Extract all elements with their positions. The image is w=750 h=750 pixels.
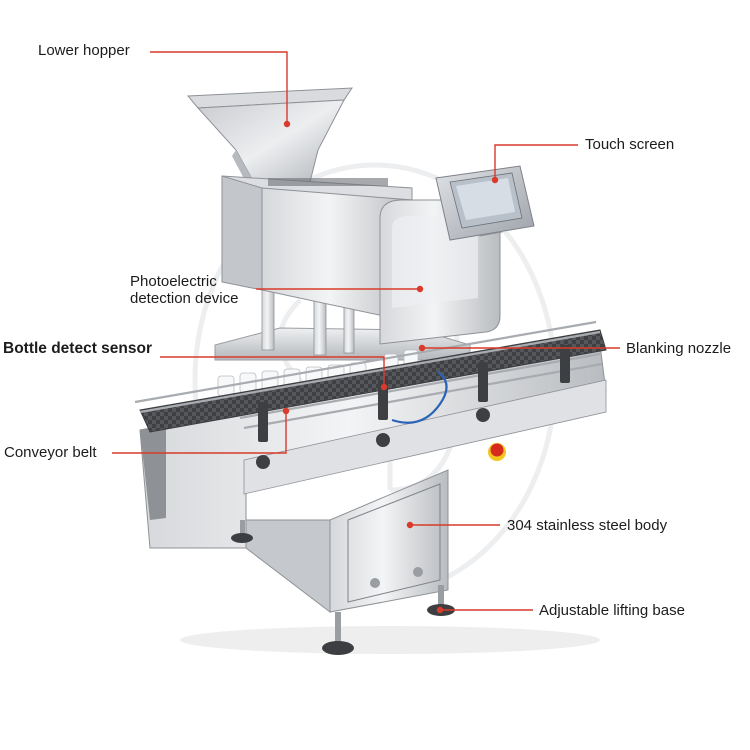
- label-blanking-nozzle: Blanking nozzle: [626, 340, 732, 357]
- label-lower-hopper: Lower hopper: [38, 42, 130, 59]
- emergency-stop-button-icon: [488, 443, 506, 461]
- label-touch-screen: Touch screen: [585, 136, 675, 153]
- support-column: [261, 284, 275, 351]
- label-stainless-steel-body: 304 stainless steel body: [507, 517, 668, 534]
- support-column: [343, 304, 355, 354]
- label-photoelectric-line2: detection device: [130, 290, 239, 307]
- base-cabinet: [245, 469, 449, 614]
- support-column: [313, 299, 327, 356]
- label-bottle-detect-sensor: Bottle detect sensor: [3, 340, 153, 357]
- conveyor-belt: [139, 329, 607, 433]
- touch-screen-panel-icon: [435, 165, 535, 241]
- label-photoelectric-line1: Photoelectric: [130, 273, 217, 290]
- conveyor-frame: [139, 344, 607, 549]
- rail-clamps: [256, 345, 570, 469]
- air-tube: [391, 371, 448, 424]
- label-conveyor-belt: Conveyor belt: [4, 444, 97, 461]
- guide-rails: [134, 320, 603, 430]
- label-adjustable-lifting-base: Adjustable lifting base: [539, 602, 685, 619]
- leader-lines: [112, 51, 620, 614]
